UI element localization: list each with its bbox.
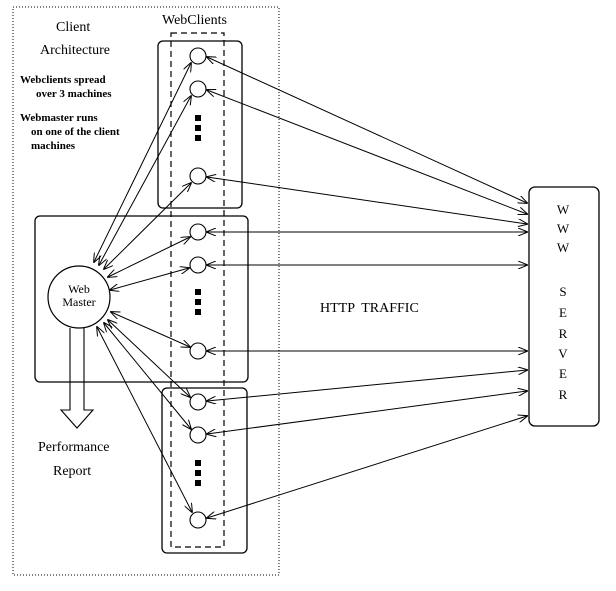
ellipsis-dot: [195, 470, 201, 476]
webmaster-node: [47, 265, 111, 329]
title-client: Client: [56, 20, 91, 35]
note-webmaster-line2: on one of the client: [31, 126, 120, 138]
webclient-node: [189, 167, 207, 185]
control-arrow: [104, 183, 191, 269]
webclient-node: [189, 393, 207, 411]
webclient-node: [189, 256, 207, 274]
webclient-node: [189, 80, 207, 98]
http-arrow: [207, 57, 527, 203]
server-letter: W: [556, 240, 570, 255]
ellipsis-dot: [195, 460, 201, 466]
http-arrow: [207, 177, 527, 224]
webclient-node: [189, 511, 207, 529]
www-server-box: [528, 186, 600, 427]
ellipsis-dot: [195, 309, 201, 315]
control-arrow: [99, 96, 191, 265]
server-letter: R: [558, 387, 568, 402]
webclient-node: [189, 426, 207, 444]
machine-box-3: [161, 387, 248, 554]
client-boundary: [12, 6, 280, 576]
http-arrow: [207, 391, 527, 434]
server-letter: W: [556, 221, 570, 236]
webclient-node: [189, 342, 207, 360]
http-arrow: [207, 370, 527, 401]
control-arrow: [111, 312, 190, 347]
report-label-line2: Report: [53, 464, 92, 479]
note-spread-line2: over 3 machines: [36, 88, 112, 100]
server-letter: E: [559, 366, 567, 381]
ellipsis-dot: [195, 135, 201, 141]
ellipsis-dot: [195, 125, 201, 131]
webmaster-label-line2: Master: [62, 295, 96, 309]
ellipsis-dot: [195, 115, 201, 121]
server-letter: E: [559, 305, 567, 320]
webclients-label: WebClients: [162, 13, 227, 28]
ellipsis-dot: [195, 299, 201, 305]
http-arrow: [207, 416, 527, 518]
http-arrow: [207, 90, 527, 214]
note-webmaster-line1: Webmaster runs: [20, 112, 98, 124]
server-letter: S: [559, 284, 567, 299]
ellipsis-dot: [195, 480, 201, 486]
report-label-line1: Performance: [38, 440, 110, 455]
note-webmaster-line3: machines: [31, 140, 75, 152]
control-arrow: [110, 268, 189, 290]
server-letter: V: [558, 346, 568, 361]
control-arrow: [104, 323, 191, 429]
webmaster-label-line1: Web: [68, 282, 90, 296]
server-letter: R: [558, 326, 568, 341]
note-spread-line1: Webclients spread: [20, 74, 106, 86]
http-traffic-label: HTTP TRAFFIC: [320, 301, 419, 316]
control-arrow: [97, 327, 192, 512]
webclient-node: [189, 223, 207, 241]
control-arrow: [108, 320, 190, 397]
server-letter: W: [556, 202, 570, 217]
webclients-column: [170, 32, 225, 548]
ellipsis-dot: [195, 289, 201, 295]
title-architecture: Architecture: [40, 43, 110, 58]
webclient-node: [189, 47, 207, 65]
report-arrow: [59, 328, 95, 429]
